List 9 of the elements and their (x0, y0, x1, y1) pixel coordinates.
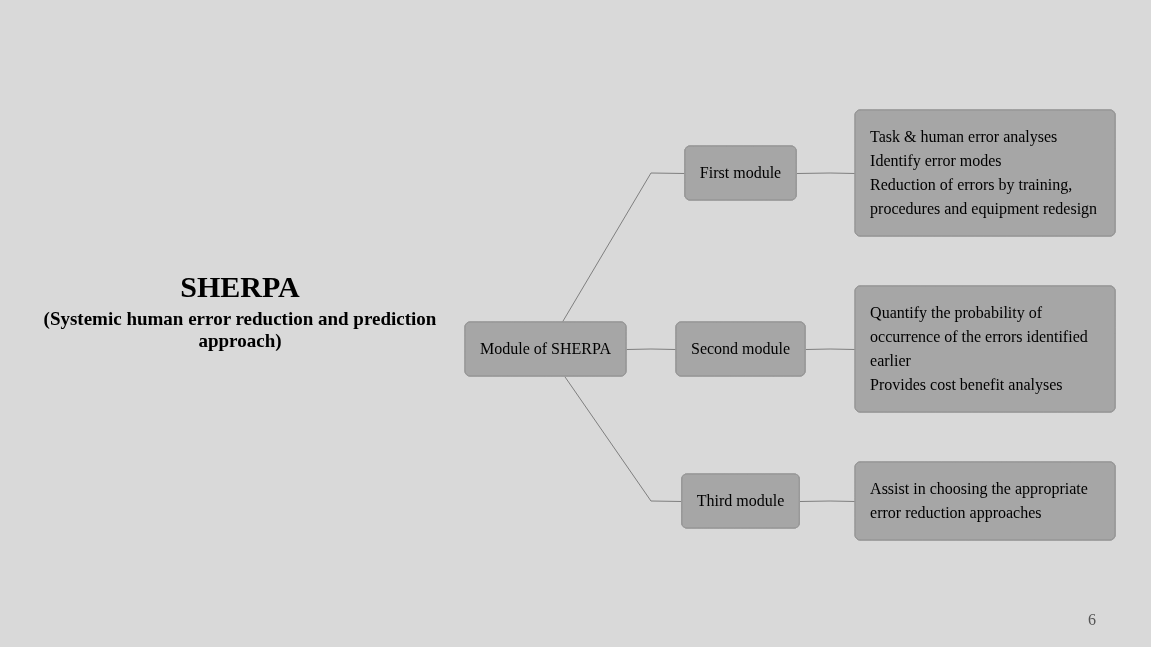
connector (625, 348, 677, 350)
connector (799, 500, 857, 502)
page-number: 6 (1088, 611, 1096, 629)
subtitle: (Systemic human error reduction and prediction approach) (42, 308, 438, 352)
connector (796, 172, 857, 174)
connector (805, 348, 857, 350)
connector (561, 172, 686, 323)
title: SHERPA (180, 270, 300, 304)
connector (564, 376, 683, 502)
